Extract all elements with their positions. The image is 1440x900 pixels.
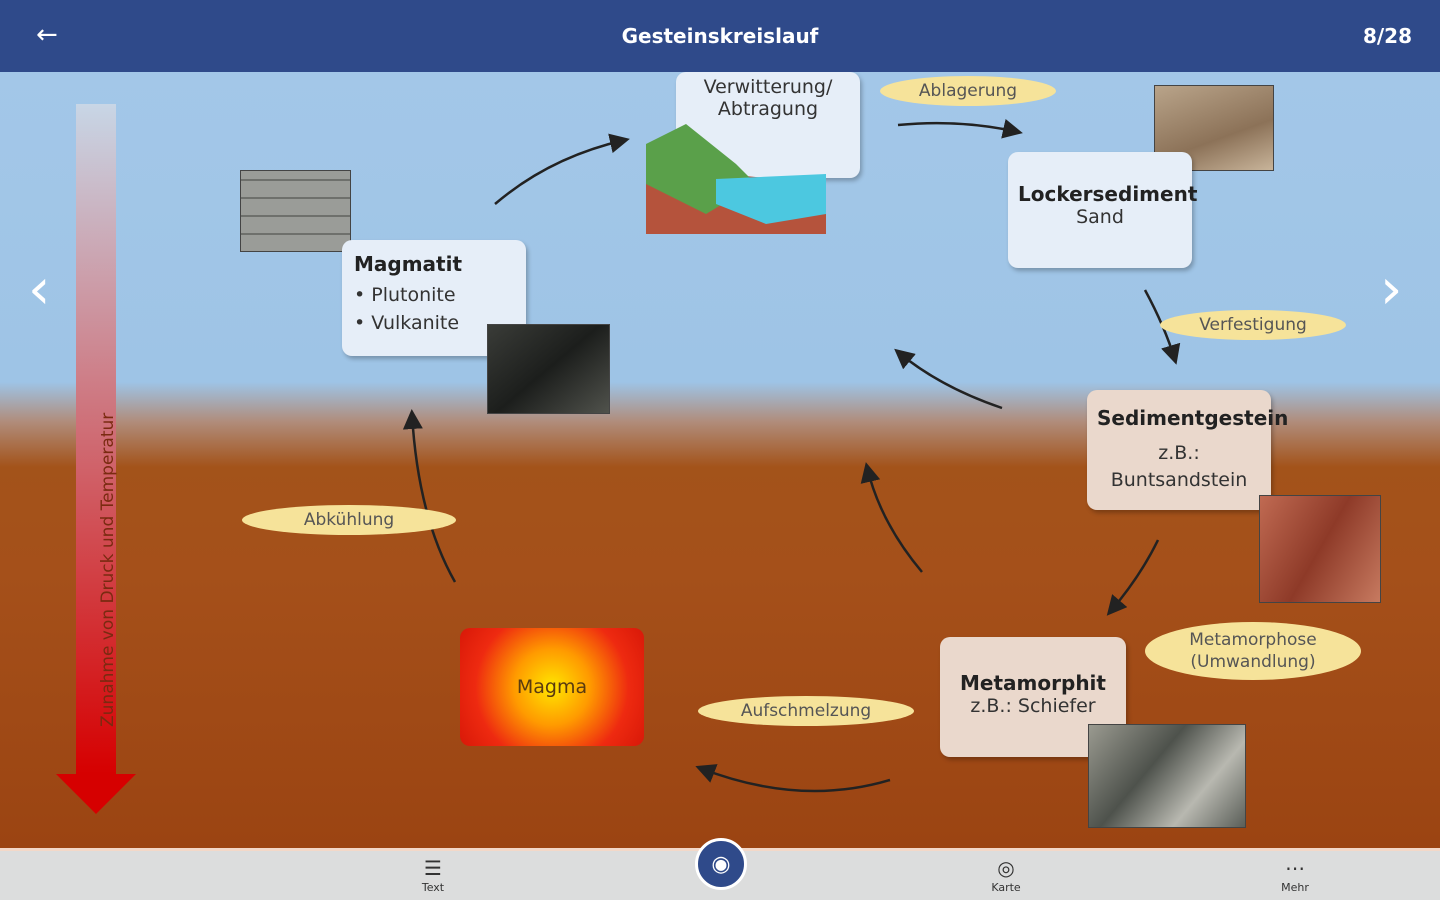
weathering-line1: Verwitterung/ bbox=[703, 76, 833, 98]
ellipse-metamorphose: Metamorphose (Umwandlung) bbox=[1145, 622, 1361, 680]
lockersediment-title: Lockersediment bbox=[1018, 182, 1198, 206]
back-arrow-icon[interactable]: ← bbox=[36, 20, 58, 50]
eye-view-button[interactable]: ◉ bbox=[695, 838, 747, 890]
top-bar: ← Gesteinskreislauf 8/28 bbox=[0, 0, 1440, 72]
tab-map[interactable]: ◎Karte bbox=[976, 855, 1036, 894]
page-counter: 8/28 bbox=[1362, 24, 1412, 48]
basalt-image bbox=[487, 324, 610, 414]
granite-wall-image bbox=[240, 170, 351, 252]
tab-text-label: Text bbox=[421, 881, 445, 894]
landscape-image bbox=[646, 124, 826, 234]
ellipse-ablagerung: Ablagerung bbox=[880, 76, 1056, 106]
lockersediment-box: Lockersediment Sand bbox=[1008, 152, 1198, 268]
eye-icon: ◉ bbox=[711, 851, 731, 877]
weathering-line2: Abtragung bbox=[717, 98, 819, 120]
pressure-arrow-shaft bbox=[76, 104, 116, 774]
magma-box: Magma bbox=[460, 628, 644, 746]
plutonite-label: Plutonite bbox=[371, 284, 456, 306]
schiefer-image bbox=[1088, 724, 1246, 828]
magmatit-item: • Vulkanite bbox=[354, 312, 460, 334]
ellipse-verfestigung: Verfestigung bbox=[1160, 310, 1346, 340]
magmatit-item: • Plutonite bbox=[354, 284, 456, 306]
sedimentgestein-box: Sedimentgestein z.B.: Buntsandstein bbox=[1087, 390, 1289, 510]
rock-cycle-diagram: Zunahme von Druck und Temperatur Verwitt… bbox=[0, 72, 1440, 848]
tab-text[interactable]: ☰Text bbox=[403, 855, 463, 894]
sedimentgestein-title: Sedimentgestein bbox=[1097, 406, 1289, 430]
next-slide-chevron-icon[interactable]: › bbox=[1380, 257, 1403, 322]
sedimentgestein-sub2: Buntsandstein bbox=[1110, 468, 1248, 491]
tab-more[interactable]: ⋯Mehr bbox=[1265, 855, 1325, 894]
cycle-arrows bbox=[56, 104, 1181, 814]
location-target-icon: ◎ bbox=[997, 856, 1015, 880]
sedimentgestein-sub1: z.B.: bbox=[1158, 442, 1200, 464]
magmatit-title: Magmatit bbox=[354, 252, 463, 276]
ellipse-aufschmelzung: Aufschmelzung bbox=[698, 696, 914, 726]
tab-more-label: Mehr bbox=[1281, 881, 1309, 894]
buntsandstein-image bbox=[1259, 495, 1381, 603]
vulkanite-label: Vulkanite bbox=[371, 312, 460, 334]
metamorphit-sub: z.B.: Schiefer bbox=[970, 695, 1096, 717]
list-icon: ☰ bbox=[424, 856, 442, 880]
tab-map-label: Karte bbox=[991, 881, 1021, 894]
previous-slide-chevron-icon[interactable]: ‹ bbox=[28, 257, 51, 322]
metamorphit-title: Metamorphit bbox=[960, 671, 1106, 695]
more-dots-icon: ⋯ bbox=[1285, 856, 1305, 880]
ellipse-abkuehlung: Abkühlung bbox=[242, 505, 456, 535]
lockersediment-sub: Sand bbox=[1076, 206, 1124, 228]
metamorphit-box: Metamorphit z.B.: Schiefer bbox=[940, 637, 1126, 757]
page-title: Gesteinskreislauf bbox=[621, 24, 819, 48]
pressure-temperature-label: Zunahme von Druck und Temperatur bbox=[98, 412, 118, 727]
pressure-arrow-head bbox=[56, 774, 136, 814]
